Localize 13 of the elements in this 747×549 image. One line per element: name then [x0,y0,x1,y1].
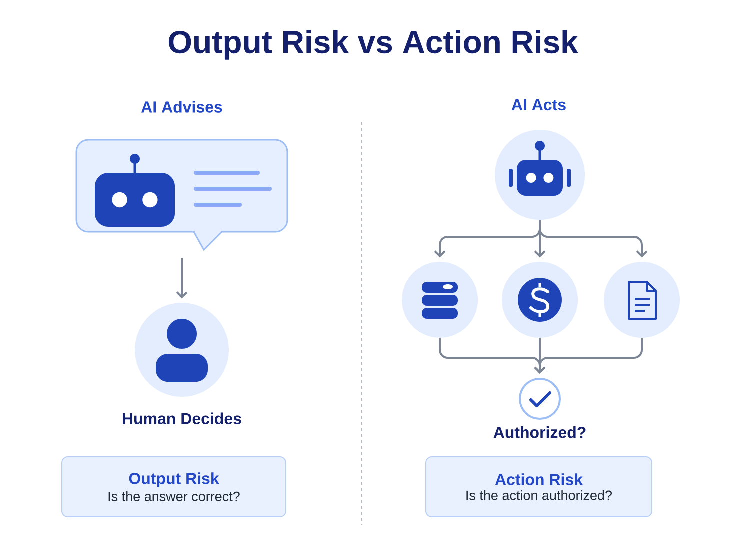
node-caption: Authorized? [494,426,586,438]
column-heading: AI Acts [512,99,566,111]
icon-circle [604,262,680,338]
arrow [539,220,648,258]
speech-bubble [76,139,288,252]
title: Output Risk vs Action Risk [168,30,578,60]
column-heading: AI Advises [141,101,222,113]
node-caption: Human Decides [123,412,242,424]
icon-circle [519,378,561,420]
risk-box: Action Risk Is the action authorized? [426,456,652,518]
risk-box: Output Risk Is the answer correct? [62,456,286,518]
arrow [176,258,188,299]
arrow [534,338,643,374]
